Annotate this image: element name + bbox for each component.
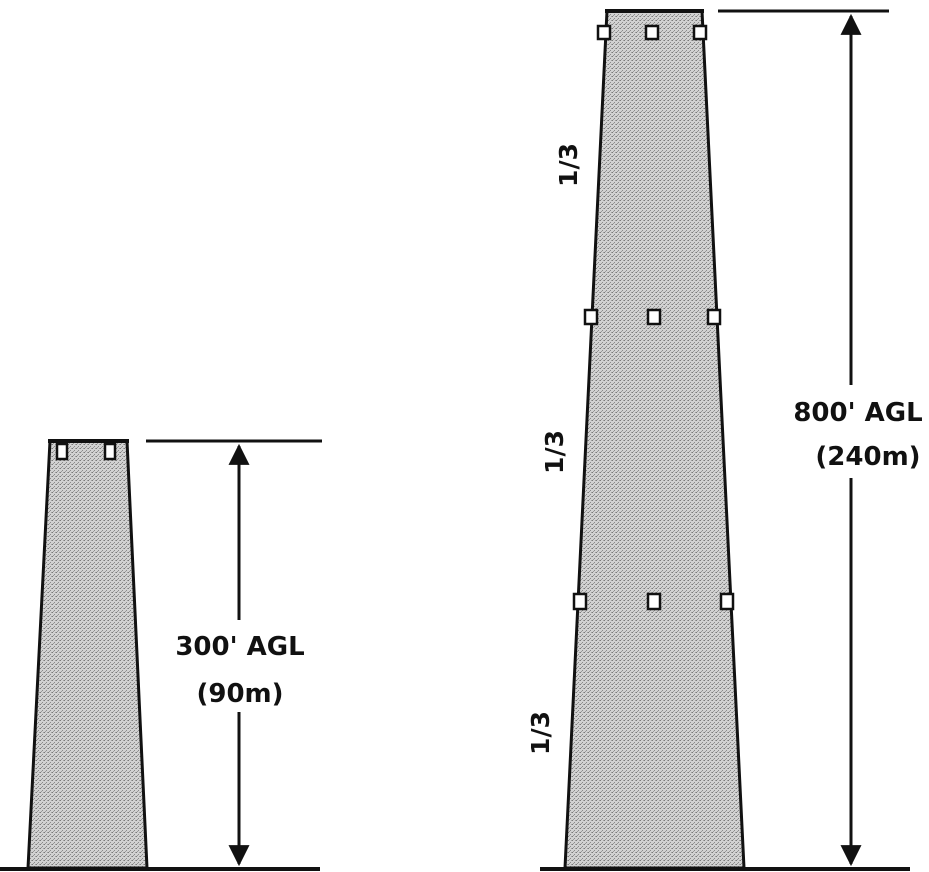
tall-tower-low-light-left <box>572 592 588 611</box>
short-tower-dimension: 300' AGL (90m) <box>146 439 322 867</box>
segment-label-middle: 1/3 <box>540 430 569 474</box>
tall-tower-body <box>563 9 746 870</box>
tall-tower-segment-labels: 1/3 1/3 1/3 <box>526 143 583 755</box>
tall-tower-low-light-center <box>646 592 662 611</box>
short-tower-body <box>26 439 149 870</box>
short-tower-height-label: 300' AGL <box>175 632 304 662</box>
short-tower-top-light-left <box>55 442 69 461</box>
tall-tower-height-label: 800' AGL <box>793 398 922 428</box>
tall-tower-mid-light-left <box>583 308 599 326</box>
tall-tower-low-light-right <box>719 592 735 611</box>
short-tower <box>0 439 320 871</box>
tall-tower-metric-label: (240m) <box>815 442 920 472</box>
tall-tower-mid-light-right <box>706 308 722 326</box>
segment-label-upper: 1/3 <box>554 143 583 187</box>
tall-tower <box>540 9 910 871</box>
tall-tower-dimension: 800' AGL (240m) <box>718 9 923 867</box>
short-tower-top-light-right <box>103 442 117 461</box>
tall-tower-top-light-center <box>644 24 660 41</box>
short-tower-metric-label: (90m) <box>196 679 283 709</box>
tall-tower-top-light-right <box>692 24 708 41</box>
tall-tower-mid-light-center <box>646 308 662 326</box>
segment-label-lower: 1/3 <box>526 711 555 755</box>
tall-tower-top-light-left <box>596 24 612 41</box>
